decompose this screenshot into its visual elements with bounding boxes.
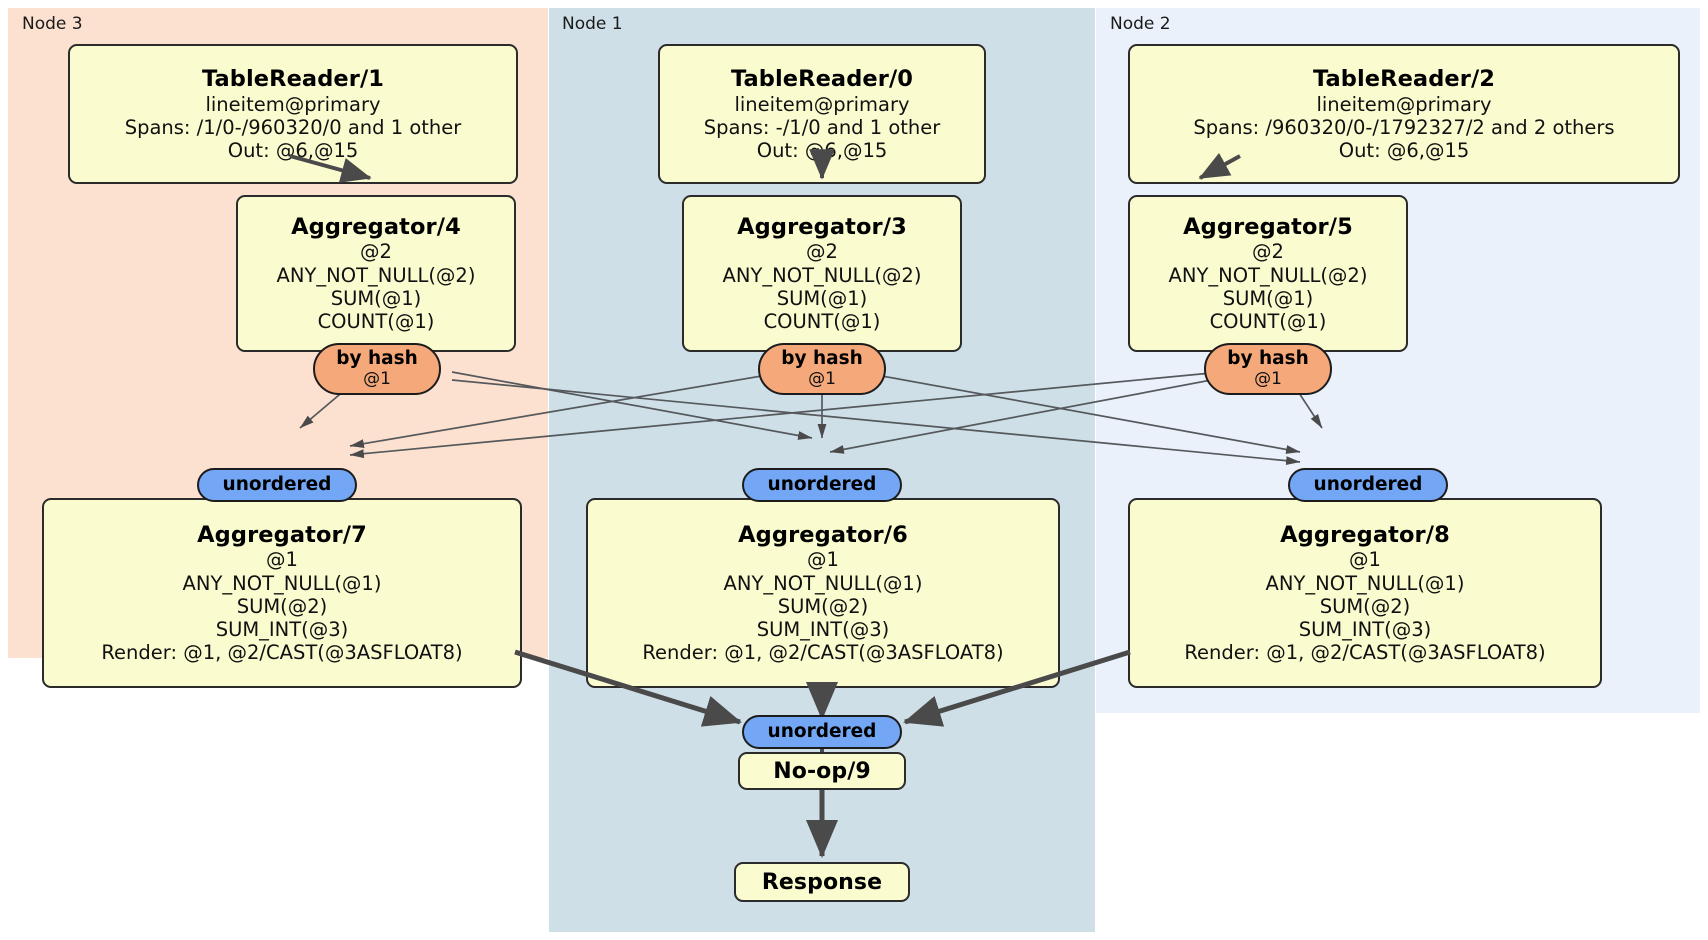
processor-detail: SUM_INT(@3) [756, 617, 890, 641]
processor-detail: @1 [807, 548, 839, 572]
processor-table-reader-0[interactable]: TableReader/0 lineitem@primary Spans: -/… [658, 44, 986, 184]
processor-detail: SUM(@2) [236, 594, 328, 618]
processor-detail: lineitem@primary [1316, 92, 1492, 116]
router-label: unordered [767, 473, 877, 495]
router-sublabel: @1 [363, 368, 391, 389]
processor-detail: Out: @6,@15 [1338, 138, 1470, 162]
processor-aggregator-3[interactable]: Aggregator/3 @2 ANY_NOT_NULL(@2) SUM(@1)… [682, 195, 962, 352]
node-label-node2: Node 2 [1110, 14, 1171, 34]
processor-detail: SUM_INT(@3) [1298, 617, 1432, 641]
processor-detail: COUNT(@1) [763, 310, 881, 334]
router-unordered-final[interactable]: unordered [742, 715, 902, 749]
router-unordered-center[interactable]: unordered [742, 468, 902, 502]
processor-detail: SUM(@2) [777, 594, 869, 618]
processor-title: Aggregator/7 [197, 521, 367, 548]
router-label: by hash [1227, 348, 1309, 370]
processor-detail: lineitem@primary [205, 92, 381, 116]
processor-detail: SUM(@2) [1319, 594, 1411, 618]
processor-detail: @2 [806, 240, 838, 264]
router-label: by hash [336, 348, 418, 370]
processor-aggregator-6[interactable]: Aggregator/6 @1 ANY_NOT_NULL(@1) SUM(@2)… [586, 498, 1060, 688]
processor-detail: Spans: /960320/0-/1792327/2 and 2 others [1193, 115, 1615, 139]
processor-detail: Out: @6,@15 [227, 138, 359, 162]
processor-title: Aggregator/3 [737, 213, 907, 240]
processor-detail: Render: @1, @2/CAST(@3ASFLOAT8) [642, 641, 1004, 665]
processor-detail: Spans: /1/0-/960320/0 and 1 other [124, 115, 462, 139]
router-label: by hash [781, 348, 863, 370]
processor-detail: SUM(@1) [1222, 286, 1314, 310]
processor-table-reader-2[interactable]: TableReader/2 lineitem@primary Spans: /9… [1128, 44, 1680, 184]
processor-detail: ANY_NOT_NULL(@2) [1168, 263, 1368, 287]
processor-detail: ANY_NOT_NULL(@1) [182, 571, 382, 595]
processor-detail: @2 [360, 240, 392, 264]
processor-no-op-9[interactable]: No-op/9 [738, 752, 906, 790]
processor-detail: COUNT(@1) [317, 310, 435, 334]
processor-detail: lineitem@primary [734, 92, 910, 116]
processor-detail: @2 [1252, 240, 1284, 264]
processor-detail: ANY_NOT_NULL(@1) [1265, 571, 1465, 595]
processor-title: Aggregator/5 [1183, 213, 1353, 240]
processor-detail: SUM_INT(@3) [215, 617, 349, 641]
router-sublabel: @1 [1254, 368, 1282, 389]
router-sublabel: @1 [808, 368, 836, 389]
router-by-hash-center[interactable]: by hash @1 [758, 343, 886, 395]
node-label-node1: Node 1 [562, 14, 623, 34]
router-unordered-left[interactable]: unordered [197, 468, 357, 502]
processor-aggregator-7[interactable]: Aggregator/7 @1 ANY_NOT_NULL(@1) SUM(@2)… [42, 498, 522, 688]
processor-title: Aggregator/6 [738, 521, 908, 548]
processor-aggregator-8[interactable]: Aggregator/8 @1 ANY_NOT_NULL(@1) SUM(@2)… [1128, 498, 1602, 688]
processor-aggregator-4[interactable]: Aggregator/4 @2 ANY_NOT_NULL(@2) SUM(@1)… [236, 195, 516, 352]
processor-detail: ANY_NOT_NULL(@1) [723, 571, 923, 595]
processor-title: TableReader/2 [1312, 65, 1496, 92]
processor-table-reader-1[interactable]: TableReader/1 lineitem@primary Spans: /1… [68, 44, 518, 184]
processor-title: No-op/9 [773, 758, 871, 784]
processor-detail: @1 [266, 548, 298, 572]
router-by-hash-right[interactable]: by hash @1 [1204, 343, 1332, 395]
processor-title: TableReader/0 [730, 65, 914, 92]
processor-response[interactable]: Response [734, 862, 910, 902]
processor-detail: Render: @1, @2/CAST(@3ASFLOAT8) [1184, 641, 1546, 665]
router-label: unordered [222, 473, 332, 495]
processor-detail: SUM(@1) [330, 286, 422, 310]
router-label: unordered [767, 720, 877, 742]
processor-detail: Out: @6,@15 [756, 138, 888, 162]
processor-title: Aggregator/4 [291, 213, 461, 240]
processor-aggregator-5[interactable]: Aggregator/5 @2 ANY_NOT_NULL(@2) SUM(@1)… [1128, 195, 1408, 352]
processor-detail: SUM(@1) [776, 286, 868, 310]
processor-title: TableReader/1 [201, 65, 385, 92]
processor-detail: COUNT(@1) [1209, 310, 1327, 334]
processor-detail: ANY_NOT_NULL(@2) [276, 263, 476, 287]
router-unordered-right[interactable]: unordered [1288, 468, 1448, 502]
processor-detail: Spans: -/1/0 and 1 other [703, 115, 941, 139]
processor-title: Response [761, 869, 883, 895]
node-label-node3: Node 3 [22, 14, 83, 34]
router-label: unordered [1313, 473, 1423, 495]
router-by-hash-left[interactable]: by hash @1 [313, 343, 441, 395]
processor-detail: Render: @1, @2/CAST(@3ASFLOAT8) [101, 641, 463, 665]
processor-detail: ANY_NOT_NULL(@2) [722, 263, 922, 287]
processor-title: Aggregator/8 [1280, 521, 1450, 548]
processor-detail: @1 [1349, 548, 1381, 572]
